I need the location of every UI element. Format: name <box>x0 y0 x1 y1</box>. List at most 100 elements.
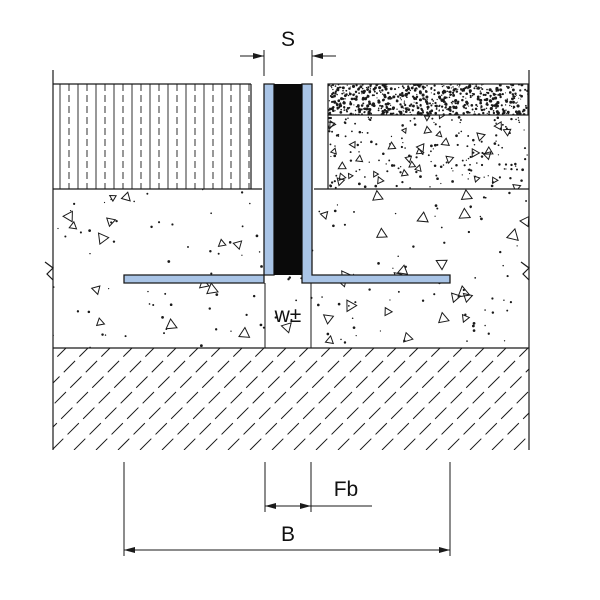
aggregate-dot <box>344 135 347 138</box>
aggregate-stone <box>319 210 329 220</box>
aggregate-dot <box>521 168 524 172</box>
aggregate-dot <box>333 209 337 213</box>
aggregate-dot <box>476 162 478 164</box>
aggregate-stone <box>437 311 450 324</box>
aggregate-dot <box>161 316 164 319</box>
aggregate-stone <box>337 161 347 170</box>
aggregate-dot <box>469 163 471 166</box>
aggregate-dot <box>503 340 506 342</box>
asphalt-grain <box>509 104 511 107</box>
asphalt-grain <box>465 97 467 99</box>
aggregate-dot <box>399 166 402 168</box>
asphalt-grain <box>514 110 518 114</box>
asphalt-grain <box>413 101 415 103</box>
asphalt-grain <box>461 98 464 102</box>
aggregate-stone <box>483 145 494 155</box>
aggregate-dot <box>510 168 513 171</box>
asphalt-grain <box>489 96 491 98</box>
aggregate-stone <box>400 168 409 177</box>
hatch-line <box>580 348 600 450</box>
aggregate-dot <box>356 143 360 147</box>
aggregate-dot <box>503 299 505 302</box>
asphalt-grain <box>438 95 442 99</box>
asphalt-grain <box>482 93 485 96</box>
asphalt-grain <box>332 88 334 91</box>
asphalt-grain <box>342 89 344 92</box>
aggregate-stone <box>387 141 397 150</box>
asphalt-grain <box>479 96 481 98</box>
asphalt-grain <box>485 102 489 106</box>
aggregate-stone <box>423 115 431 122</box>
asphalt-grain <box>512 100 515 104</box>
asphalt-grain <box>484 98 489 102</box>
aggregate-dot <box>215 293 219 296</box>
aggregate-dot <box>388 159 391 162</box>
aggregate-dot <box>330 155 332 158</box>
asphalt-grain <box>455 105 458 108</box>
asphalt-grain <box>434 111 438 115</box>
asphalt-grain <box>440 99 444 102</box>
hatch-line <box>53 348 133 428</box>
aggregate-dot <box>450 167 453 170</box>
asphalt-grain <box>492 111 496 115</box>
aggregate-dot <box>474 276 477 279</box>
asphalt-grain <box>511 97 514 101</box>
asphalt-grain <box>513 105 516 109</box>
asphalt-grain <box>351 84 356 88</box>
asphalt-grain <box>421 93 425 97</box>
asphalt-grain <box>344 98 346 100</box>
asphalt-grain <box>345 108 348 111</box>
asphalt-grain <box>381 98 385 102</box>
asphalt-grain <box>426 98 428 100</box>
aggregate-dot <box>385 163 387 165</box>
aggregate-dot <box>451 119 453 121</box>
asphalt-grain <box>387 107 391 111</box>
hatch-line <box>403 348 507 450</box>
aggregate-dot <box>514 165 517 167</box>
aggregate-dot <box>208 307 211 310</box>
aggregate-dot <box>451 180 454 183</box>
aggregate-dot <box>510 163 513 167</box>
asphalt-grain <box>334 90 337 93</box>
asphalt-grain <box>449 93 452 97</box>
asphalt-grain <box>379 104 382 107</box>
aggregate-dot <box>520 179 523 182</box>
asphalt-grain <box>449 109 452 112</box>
section-outline <box>44 70 530 450</box>
aggregate-dot <box>469 206 472 209</box>
aggregate-dot <box>133 200 135 203</box>
aggregate-stone <box>402 331 414 343</box>
aggregate-dot <box>459 118 462 121</box>
asphalt-grain <box>524 88 527 91</box>
aggregate-dot <box>430 160 432 163</box>
aggregate-dot <box>394 212 397 215</box>
asphalt-grain <box>401 85 404 88</box>
asphalt-grain <box>446 90 449 93</box>
asphalt-grain <box>496 88 500 92</box>
aggregate-dot <box>395 184 398 188</box>
asphalt-grain <box>394 93 397 96</box>
asphalt-grain <box>466 110 470 114</box>
hatch-line <box>558 348 600 450</box>
aggregate-dot <box>433 143 437 147</box>
asphalt-grain <box>479 90 482 92</box>
aggregate-dot <box>525 200 527 202</box>
aggregate-dot <box>258 251 261 253</box>
asphalt-grain <box>409 111 411 114</box>
aggregate-dot <box>460 130 463 133</box>
asphalt-grain <box>390 97 393 100</box>
asphalt-grain <box>416 93 418 96</box>
aggregate-dot <box>461 174 463 176</box>
asphalt-grain <box>492 110 495 112</box>
asphalt-grain <box>521 110 524 113</box>
aggregate-stone <box>457 285 471 298</box>
asphalt-grain <box>451 91 455 95</box>
aggregate-stone <box>416 211 429 223</box>
hatch-line <box>513 434 529 450</box>
aggregate-dot <box>479 215 482 218</box>
asphalt-grain <box>373 90 376 93</box>
aggregate-dot <box>349 159 353 162</box>
asphalt-grain <box>357 87 361 90</box>
asphalt-grain <box>381 89 384 92</box>
